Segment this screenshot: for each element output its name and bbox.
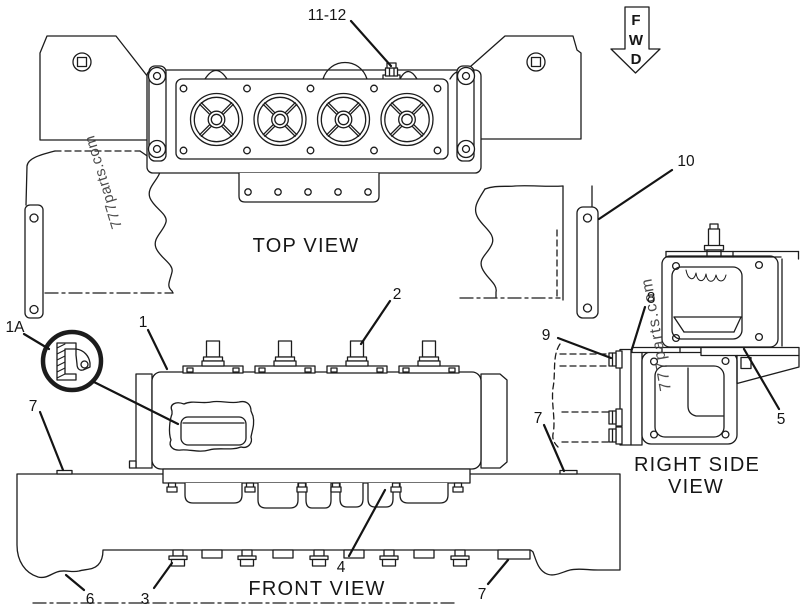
front-view-manifold bbox=[128, 340, 508, 509]
bolt-9 bbox=[608, 350, 623, 369]
leader-7-left bbox=[38, 410, 65, 472]
callout-4: 4 bbox=[337, 559, 346, 576]
front-view-engine-block bbox=[16, 469, 621, 604]
fwd-letter-w: W bbox=[629, 32, 644, 49]
watermark-left: 777parts.com bbox=[81, 133, 126, 231]
front-view-title: FRONT VIEW bbox=[248, 578, 385, 600]
callout-7-left: 7 bbox=[29, 398, 38, 415]
leader-9 bbox=[556, 336, 613, 360]
right-side-view-title-line1: RIGHT SIDE bbox=[634, 454, 760, 476]
manifold-top-plate bbox=[175, 78, 449, 160]
leader-lines bbox=[22, 19, 781, 592]
leader-10 bbox=[597, 168, 674, 221]
leader-1 bbox=[146, 328, 169, 371]
callout-11-12: 11-12 bbox=[308, 7, 347, 24]
fwd-letter-d: D bbox=[631, 51, 642, 68]
port-opening-3 bbox=[316, 92, 371, 147]
port-opening-4 bbox=[380, 92, 434, 147]
right-side-view-title-line2: VIEW bbox=[668, 476, 724, 498]
callout-7-bottom: 7 bbox=[478, 586, 487, 603]
leader-6 bbox=[64, 573, 86, 592]
fwd-direction-indicator: F W D bbox=[610, 6, 661, 74]
callout-8: 8 bbox=[647, 290, 656, 307]
manifold-bottom-flange-top-view bbox=[238, 172, 380, 203]
front-view bbox=[16, 340, 621, 604]
fwd-letter-f: F bbox=[631, 12, 640, 29]
right-view-upper-flange bbox=[661, 255, 783, 348]
port-opening-2 bbox=[253, 92, 307, 147]
callout-3: 3 bbox=[141, 591, 150, 608]
callout-1a: 1A bbox=[6, 319, 26, 336]
callout-5: 5 bbox=[777, 411, 786, 428]
top-view-engine-cutaway-right bbox=[459, 185, 599, 319]
callout-1: 1 bbox=[139, 314, 148, 331]
port-opening-1 bbox=[189, 92, 244, 147]
mounting-bracket-left bbox=[24, 204, 44, 319]
top-view-engine-cutaway-left bbox=[24, 150, 174, 319]
manifold-end-cap-right bbox=[480, 373, 508, 469]
leader-5 bbox=[742, 347, 781, 411]
callout-9: 9 bbox=[542, 327, 551, 344]
manifold-end-cap-left bbox=[135, 373, 153, 469]
callout-2: 2 bbox=[393, 286, 402, 303]
right-view-hidden-lines bbox=[551, 343, 611, 448]
mounting-bracket-10 bbox=[576, 206, 599, 319]
callout-6: 6 bbox=[86, 591, 95, 608]
engine-boss-right bbox=[559, 469, 578, 475]
right-view-support-bracket bbox=[665, 250, 800, 385]
leader-7-right bbox=[542, 423, 566, 473]
leader-2 bbox=[359, 299, 392, 346]
detail-circle-1a bbox=[40, 329, 104, 393]
leader-4 bbox=[347, 488, 387, 558]
callout-7-right: 7 bbox=[534, 410, 543, 427]
leader-1a bbox=[22, 332, 51, 351]
heat-shield-left bbox=[39, 35, 149, 141]
leader-7-bottom bbox=[486, 558, 510, 586]
engine-boss-left bbox=[56, 469, 73, 475]
leader-8 bbox=[630, 305, 647, 351]
callout-labels: 11-12 10 2 1 1A 7 9 8 5 7 7 4 3 6 bbox=[6, 7, 786, 608]
view-titles: TOP VIEW FRONT VIEW RIGHT SIDE VIEW bbox=[248, 235, 760, 600]
fwd-arrow-icon bbox=[610, 6, 661, 74]
manifold-lower-flange bbox=[162, 468, 471, 509]
top-view-title: TOP VIEW bbox=[253, 235, 360, 257]
callout-10: 10 bbox=[677, 153, 695, 170]
manifold-boss-plate bbox=[168, 400, 255, 452]
right-view-mounting-column bbox=[608, 348, 643, 446]
leader-1a-detail bbox=[92, 380, 180, 426]
top-view bbox=[24, 35, 599, 319]
right-view-top-stud bbox=[703, 223, 725, 257]
manifold-studs bbox=[201, 340, 441, 367]
leader-3 bbox=[152, 561, 174, 590]
manifold-corner-lugs bbox=[147, 65, 476, 162]
right-side-view bbox=[551, 223, 800, 448]
leader-11-12 bbox=[349, 19, 393, 68]
